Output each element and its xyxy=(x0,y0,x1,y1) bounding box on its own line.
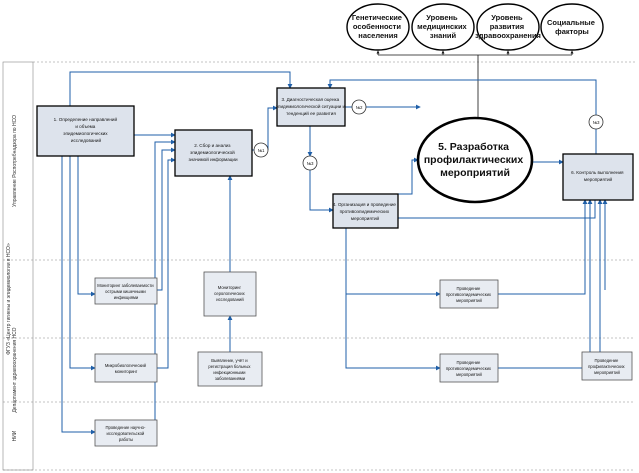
connector-4: №3 xyxy=(593,120,600,125)
box-3-label: 3. Диагностическая оценка эпидемиологиче… xyxy=(276,97,347,116)
connector-2: №2 xyxy=(356,105,363,110)
main-boxes: 1. Определение направлений и объема эпид… xyxy=(36,87,634,229)
connector-circles: №1 №2 №3 №3 xyxy=(253,99,604,171)
sub-box-5 xyxy=(94,419,158,447)
box-1 xyxy=(36,105,135,157)
sub-box-3 xyxy=(197,351,263,387)
factor-genetic: Генетические особенности населения xyxy=(352,13,404,40)
lane-label-fguz-text: ФГУЗ «Центр гигиены и эпидемиологии в НС… xyxy=(6,243,12,355)
connector-1: №1 xyxy=(258,148,265,153)
box-2 xyxy=(174,129,253,177)
central-ellipse xyxy=(416,116,534,204)
sub-box-6-label: Проведение противоэпидемических мероприя… xyxy=(446,286,492,303)
sub-box-4 xyxy=(94,353,158,383)
lane-label-rospotrebnadzor: Управление Роспотребнадзора по НСО xyxy=(12,115,18,207)
sub-box-1 xyxy=(94,277,158,305)
sub-box-7 xyxy=(439,353,499,383)
sub-box-8 xyxy=(581,351,633,381)
factor-social: Социальные факторы xyxy=(547,18,597,36)
swimlanes xyxy=(2,61,635,471)
sub-box-6 xyxy=(439,279,499,309)
connector-3: №3 xyxy=(307,161,314,166)
factor-medical-knowledge: Уровень медицинских знаний xyxy=(417,13,469,40)
lane-label-department: Департамент здравоохранения НСО xyxy=(12,327,18,412)
sub-box-2-label: Мониторинг серологических исследований xyxy=(214,285,246,302)
box-2-label: 2. Сбор и анализ эпидемиологической знач… xyxy=(188,143,238,162)
central-ellipse-label: 5. Разработка профилактических мероприят… xyxy=(424,141,526,179)
box-3 xyxy=(276,87,346,127)
factor-ellipses: Генетические особенности населения Урове… xyxy=(346,3,604,51)
box-4-label: 4. Организация и проведение противоэпиде… xyxy=(333,202,398,221)
factor-healthcare-level: Уровень развития здравоохранения xyxy=(475,13,541,40)
sub-box-5-label: Проведение научно- исследовательской раб… xyxy=(105,425,146,442)
sub-box-2 xyxy=(203,271,257,317)
sub-box-1-label: Мониторинг заболеваемости острыми кишечн… xyxy=(97,283,155,300)
box-4 xyxy=(332,193,399,229)
box-1-label: 1. Определение направлений и объема эпид… xyxy=(54,116,119,143)
sub-box-4-label: Микробиологический мониторинг xyxy=(105,363,147,374)
box-6-label: 6. Контроль выполнения мероприятий xyxy=(571,170,625,182)
sub-box-7-label: Проведение противоэпидемических мероприя… xyxy=(446,360,492,377)
lane-label-fguz: ФГУЗ «Центр гигиены и эпидемиологии в НС… xyxy=(6,243,12,355)
factor-connections xyxy=(376,50,574,118)
box-6 xyxy=(562,153,634,201)
lane-label-nii: НИИ xyxy=(12,430,18,441)
sub-boxes: Мониторинг заболеваемости острыми кишечн… xyxy=(94,271,633,447)
sub-box-8-label: Проведение профилактических мероприятий xyxy=(588,358,626,375)
sub-box-3-label: Выявление, учёт и регистрация больных ин… xyxy=(208,358,251,381)
